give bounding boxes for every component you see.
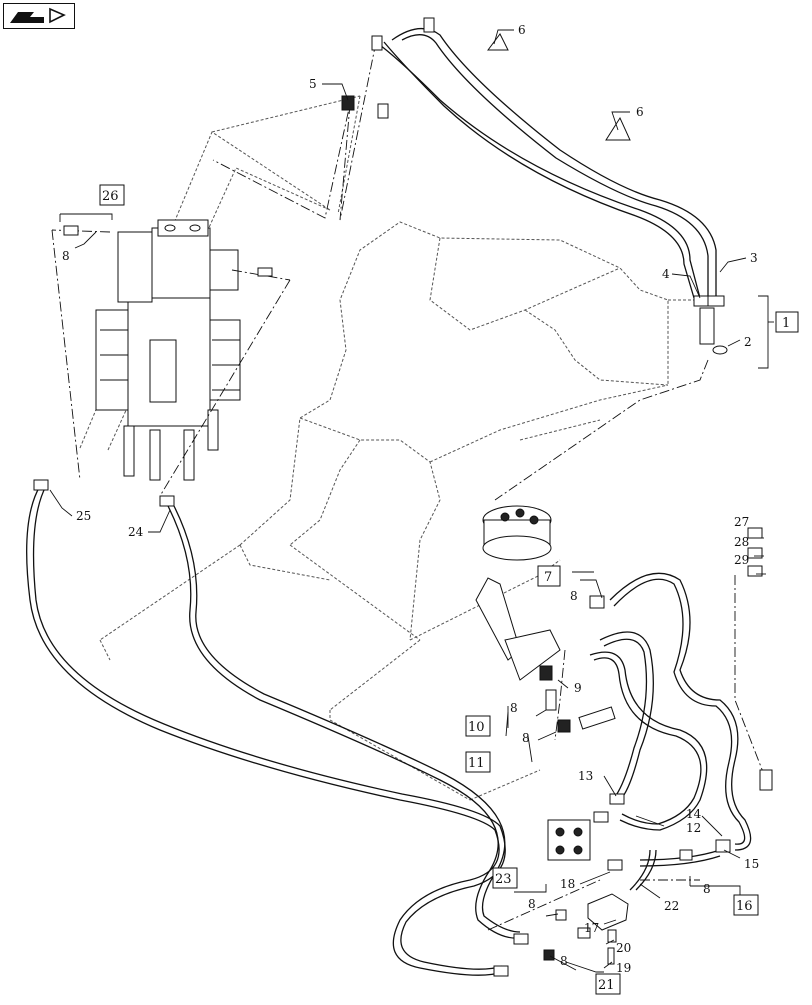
- callout-8-bottom-a[interactable]: 8: [528, 897, 536, 911]
- callout-18[interactable]: 18: [560, 877, 575, 891]
- manifold-blocks: [547, 819, 629, 931]
- callout-6-upper[interactable]: 6: [518, 23, 526, 37]
- callout-20[interactable]: 20: [616, 941, 631, 955]
- callout-29[interactable]: 29: [734, 553, 749, 567]
- callout-11[interactable]: 11: [468, 756, 485, 771]
- callout-12[interactable]: 12: [686, 821, 701, 835]
- callout-13[interactable]: 13: [578, 769, 593, 783]
- callout-8-valve[interactable]: 8: [62, 249, 70, 263]
- leader-lines: [49, 29, 774, 973]
- hose-lines: [26, 28, 752, 976]
- callout-17[interactable]: 17: [584, 921, 599, 935]
- machine-frame-outline: [79, 95, 700, 801]
- callout-3[interactable]: 3: [750, 251, 758, 265]
- callout-box-7[interactable]: [537, 565, 561, 587]
- callout-19[interactable]: 19: [616, 961, 631, 975]
- callout-box-16[interactable]: [733, 894, 759, 916]
- callout-5[interactable]: 5: [309, 77, 317, 91]
- callout-8-bottom-b[interactable]: 8: [560, 954, 568, 968]
- callout-21[interactable]: 21: [598, 978, 615, 993]
- callout-4[interactable]: 4: [662, 267, 670, 281]
- callout-27[interactable]: 27: [734, 515, 749, 529]
- callout-box-23[interactable]: [492, 867, 518, 889]
- callout-8-right[interactable]: 8: [703, 882, 711, 896]
- callout-8-left-a[interactable]: 8: [510, 701, 518, 715]
- callout-8-left-b[interactable]: 8: [522, 731, 530, 745]
- callout-26[interactable]: 26: [102, 189, 119, 204]
- control-valve-assembly: [95, 219, 241, 481]
- page-nav-button[interactable]: [3, 3, 75, 29]
- callout-6-lower[interactable]: 6: [636, 105, 644, 119]
- callout-7[interactable]: 7: [544, 570, 552, 585]
- callout-2[interactable]: 2: [744, 335, 752, 349]
- callout-labels: 1 2 3 4 5 6 6 7 8 8 8 8 8 8 8 9 10 11 12…: [62, 23, 790, 993]
- callout-box-10[interactable]: [465, 715, 491, 737]
- callout-box-11[interactable]: [465, 751, 491, 773]
- callout-9[interactable]: 9: [574, 681, 582, 695]
- callout-22[interactable]: 22: [664, 899, 679, 913]
- callout-boxes: [99, 184, 799, 995]
- callout-24[interactable]: 24: [128, 525, 144, 539]
- callout-10[interactable]: 10: [468, 720, 485, 735]
- callout-box-21[interactable]: [595, 973, 621, 995]
- callout-28[interactable]: 28: [734, 535, 749, 549]
- callout-23[interactable]: 23: [495, 872, 512, 887]
- callout-box-26[interactable]: [99, 184, 125, 206]
- callout-16[interactable]: 16: [736, 899, 753, 914]
- page-arrow-icon: [10, 7, 66, 24]
- callout-15[interactable]: 15: [744, 857, 759, 871]
- callout-box-1[interactable]: [775, 311, 799, 333]
- centerlines: [51, 41, 771, 931]
- callout-14[interactable]: 14: [686, 807, 702, 821]
- callout-1[interactable]: 1: [782, 316, 790, 331]
- callout-25[interactable]: 25: [76, 509, 91, 523]
- callout-8-pedal[interactable]: 8: [570, 589, 578, 603]
- pedal-valve-assembly: [475, 505, 616, 730]
- fittings: [33, 17, 773, 977]
